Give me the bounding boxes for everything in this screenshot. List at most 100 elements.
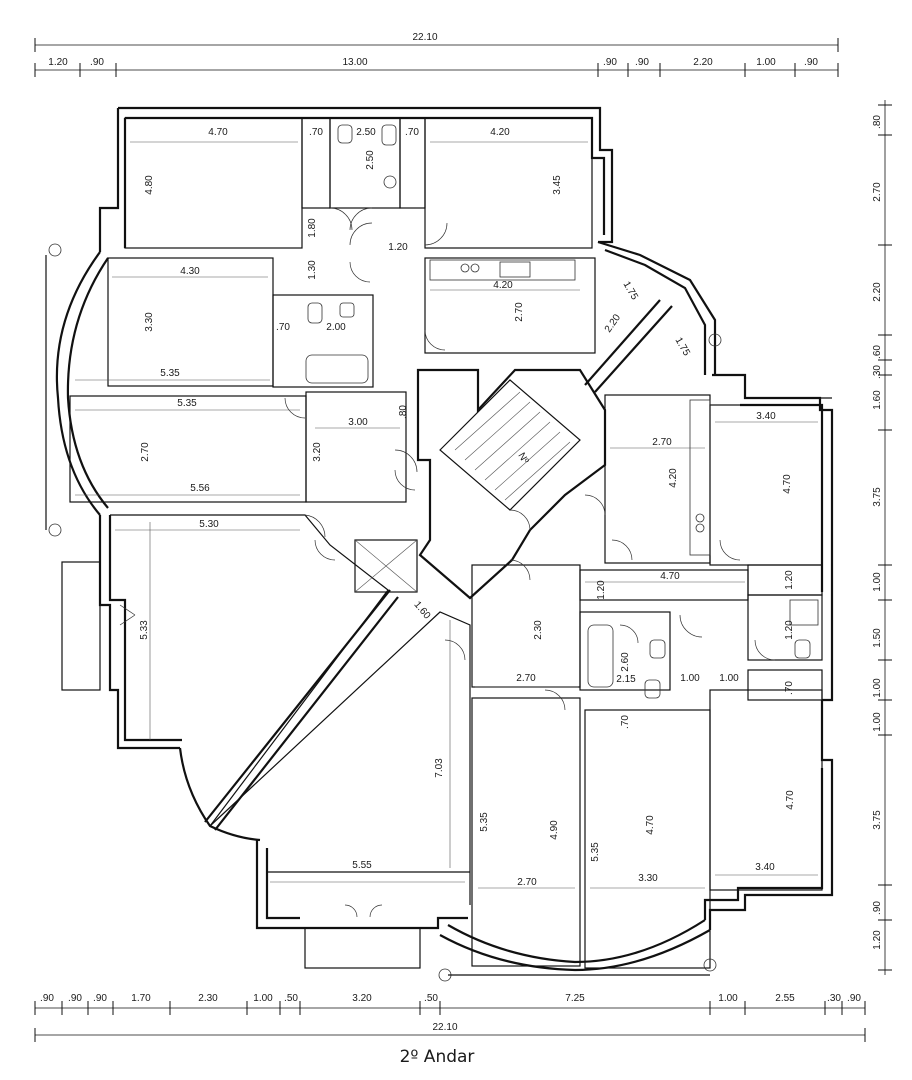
balconies <box>45 255 832 976</box>
label-big-h: 7.03 <box>434 758 445 778</box>
label-hall2: 1.20 <box>388 242 408 253</box>
right-seg-13: .90 <box>872 901 883 915</box>
bot-seg-10: 7.25 <box>565 993 585 1004</box>
right-seg-9: 1.50 <box>872 628 883 648</box>
label-c4: .70 <box>405 127 419 138</box>
bot-seg-7: .50 <box>284 993 298 1004</box>
stair-mark: Nº <box>515 451 530 466</box>
label-r3-h: 3.30 <box>144 312 155 332</box>
label-hall8: 4.70 <box>660 571 680 582</box>
label-r2-w: 4.20 <box>490 127 510 138</box>
label-hall9: 2.30 <box>533 620 544 640</box>
room-labels: 4.70 4.80 .70 2.50 2.50 .70 4.20 3.45 1.… <box>139 127 796 888</box>
right-seg-14: 1.20 <box>872 930 883 950</box>
label-hall5: .80 <box>398 405 409 419</box>
label-liv-w: 5.30 <box>199 519 219 530</box>
bot-seg-6: 1.00 <box>253 993 273 1004</box>
label-kit1-w: 4.20 <box>493 280 513 291</box>
top-seg-4: .90 <box>603 57 617 68</box>
interior-dim-lines <box>75 141 818 889</box>
label-r1-w: 4.70 <box>208 127 228 138</box>
label-hall6: 3.20 <box>312 442 323 462</box>
label-big-w: 5.55 <box>352 860 372 871</box>
label-r1-h: 4.80 <box>144 175 155 195</box>
label-cl2: 1.20 <box>784 620 795 640</box>
label-diag1: 1.75 <box>621 280 640 303</box>
right-dimensions: .80 2.70 2.20 .60 .30 1.60 3.75 1.00 1.5… <box>872 100 892 975</box>
label-r7-h1: 5.35 <box>590 842 601 862</box>
bot-seg-3: .90 <box>93 993 107 1004</box>
label-r8-w: 3.40 <box>755 862 775 873</box>
label-bath1-b: 2.00 <box>326 322 346 333</box>
label-hall4: 3.00 <box>348 417 368 428</box>
label-diag3: 1.75 <box>673 336 692 359</box>
label-hall7: 1.20 <box>596 580 607 600</box>
top-seg-3: 13.00 <box>342 57 367 68</box>
top-seg-1: 1.20 <box>48 57 68 68</box>
label-kit1-h: 2.70 <box>514 302 525 322</box>
label-r6-w: 2.70 <box>517 877 537 888</box>
label-r4-b: 5.56 <box>190 483 210 494</box>
bot-seg-5: 2.30 <box>198 993 218 1004</box>
bot-seg-14: .90 <box>847 993 861 1004</box>
bot-seg-9: .50 <box>424 993 438 1004</box>
label-bath2-a: 2.60 <box>620 652 631 672</box>
fixtures <box>48 124 819 982</box>
label-bath2-b: 2.15 <box>616 674 636 685</box>
bot-seg-1: .90 <box>40 993 54 1004</box>
label-liv-h: 5.33 <box>139 620 150 640</box>
label-hall1: 1.80 <box>307 218 318 238</box>
label-r6-h1: 5.35 <box>479 812 490 832</box>
stair-core: Nº <box>204 299 673 831</box>
right-seg-6: 1.60 <box>872 390 883 410</box>
right-seg-8: 1.00 <box>872 572 883 592</box>
top-seg-5: .90 <box>635 57 649 68</box>
label-bath1-a: .70 <box>276 322 290 333</box>
label-diag2: 2.20 <box>603 312 623 335</box>
label-cl3: .70 <box>784 681 795 695</box>
inner-walls <box>69 117 823 969</box>
top-overall-dim: 22.10 <box>412 32 437 43</box>
label-r4-h: 2.70 <box>140 442 151 462</box>
right-seg-7: 3.75 <box>872 487 883 507</box>
bottom-overall-dim: 22.10 <box>432 1022 457 1033</box>
label-r3-w: 4.30 <box>180 266 200 277</box>
label-kit2-h: 4.20 <box>668 468 679 488</box>
bot-seg-13: .30 <box>827 993 841 1004</box>
label-r3-b: 5.35 <box>160 368 180 379</box>
bot-seg-12: 2.55 <box>775 993 795 1004</box>
label-hall10: 2.70 <box>516 673 536 684</box>
label-r5-w: 3.40 <box>756 411 776 422</box>
top-seg-8: .90 <box>804 57 818 68</box>
right-seg-10: 1.00 <box>872 678 883 698</box>
label-cl4: .70 <box>620 715 631 729</box>
label-r7-w: 3.30 <box>638 873 658 884</box>
floor-title: 2º Andar <box>400 1047 475 1067</box>
right-seg-2: 2.70 <box>872 182 883 202</box>
bot-seg-2: .90 <box>68 993 82 1004</box>
bot-seg-11: 1.00 <box>718 993 738 1004</box>
label-cl1: 1.20 <box>784 570 795 590</box>
label-r5-h: 4.70 <box>782 474 793 494</box>
right-seg-5: .30 <box>872 365 883 379</box>
bottom-dimensions: .90 .90 .90 1.70 2.30 1.00 .50 3.20 .50 … <box>34 993 866 1042</box>
label-h11: 1.00 <box>680 673 700 684</box>
doors <box>119 207 776 918</box>
bot-seg-8: 3.20 <box>352 993 372 1004</box>
label-kit2-w: 2.70 <box>652 437 672 448</box>
label-r6-h2: 4.90 <box>549 820 560 840</box>
label-r8-h: 4.70 <box>785 790 796 810</box>
label-h12: 1.00 <box>719 673 739 684</box>
label-c1: .70 <box>309 127 323 138</box>
right-seg-1: .80 <box>872 115 883 129</box>
label-stair-a: 1.60 <box>411 599 432 621</box>
top-seg-2: .90 <box>90 57 104 68</box>
label-c2: 2.50 <box>356 127 376 138</box>
bot-seg-4: 1.70 <box>131 993 151 1004</box>
label-r2-h: 3.45 <box>552 175 563 195</box>
right-seg-3: 2.20 <box>872 282 883 302</box>
outer-walls <box>55 106 834 972</box>
right-seg-4: .60 <box>872 345 883 359</box>
top-dimensions: 22.10 1.20 .90 13.00 .90 .90 2.20 1.00 .… <box>34 32 839 77</box>
label-c3: 2.50 <box>365 150 376 170</box>
